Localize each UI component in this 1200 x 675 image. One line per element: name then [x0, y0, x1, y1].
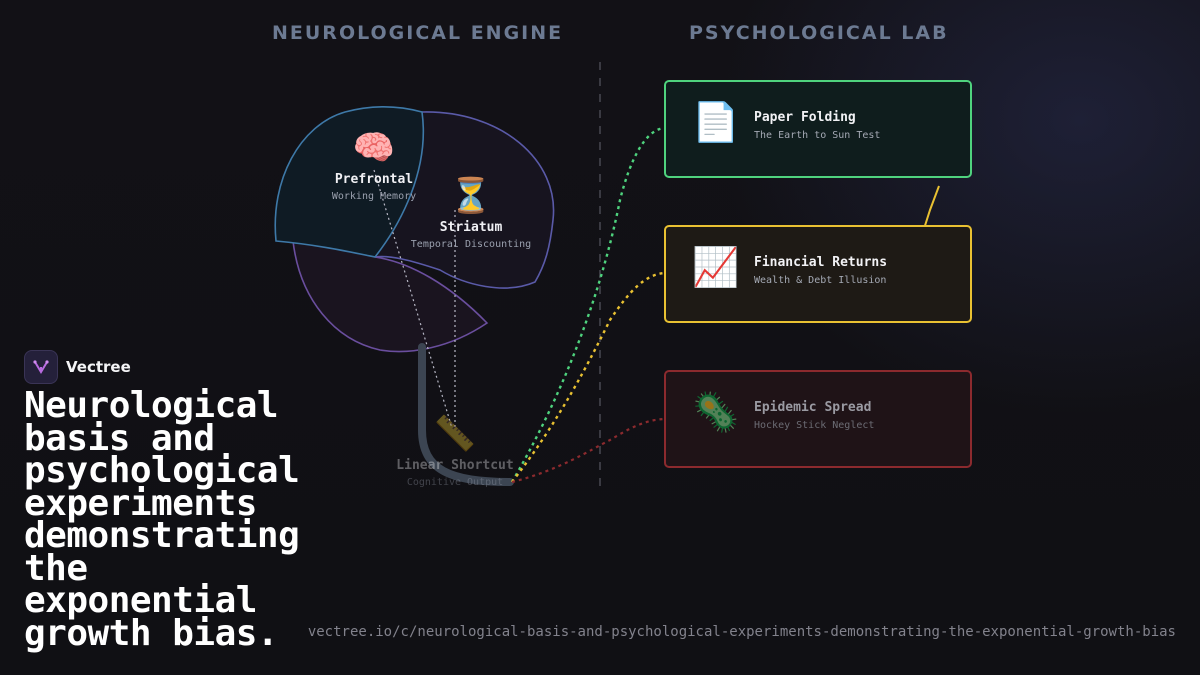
prefrontal-label: Prefrontal	[334, 172, 414, 187]
vectree-logo-icon	[24, 350, 58, 384]
document-icon: 📄	[692, 100, 740, 144]
page-url[interactable]: vectree.io/c/neurological-basis-and-psyc…	[307, 624, 1176, 640]
card-subtitle: The Earth to Sun Test	[754, 130, 881, 141]
linear-shortcut-hook	[418, 343, 514, 486]
card-title: Epidemic Spread	[754, 400, 872, 415]
paper-folding-card: 📄 Paper Folding The Earth to Sun Test	[664, 80, 972, 178]
paper-connector	[510, 126, 665, 483]
prefrontal-lobe	[274, 105, 424, 258]
financial-returns-card: 📈 Financial Returns Wealth & Debt Illusi…	[664, 225, 972, 323]
page-headline: Neurological basis and psychological exp…	[24, 385, 300, 654]
ruler-icon: 📏	[433, 414, 477, 454]
prefrontal-node: 🧠 Prefrontal Working Memory	[304, 128, 444, 202]
striatum-node: ⏳ Striatum Temporal Discounting	[396, 176, 546, 250]
hourglass-icon: ⏳	[449, 176, 493, 216]
striatum-label: Striatum	[439, 220, 503, 235]
brain-icon: 🧠	[352, 128, 396, 168]
epidemic-spread-card: 🦠 Epidemic Spread Hockey Stick Neglect	[664, 370, 972, 468]
linear-shortcut-sub: Cognitive Output	[406, 477, 504, 488]
neurological-engine-header: NEUROLOGICAL ENGINE	[272, 22, 564, 44]
prefrontal-sub: Working Memory	[331, 191, 417, 202]
psychological-lab-header: PSYCHOLOGICAL LAB	[689, 22, 949, 44]
microbe-icon: 🦠	[692, 390, 740, 434]
card-title: Paper Folding	[754, 110, 856, 125]
striatum-sub: Temporal Discounting	[410, 239, 532, 250]
epidemic-connector	[511, 417, 665, 484]
linear-shortcut-node: 📏 Linear Shortcut Cognitive Output	[380, 414, 530, 488]
card-subtitle: Wealth & Debt Illusion	[754, 275, 887, 286]
card-title: Financial Returns	[754, 255, 888, 270]
chart-increasing-icon: 📈	[692, 245, 740, 289]
financial-connector	[511, 271, 665, 483]
linear-shortcut-label: Linear Shortcut	[396, 458, 514, 473]
brand: Vectree	[24, 350, 131, 384]
card-subtitle: Hockey Stick Neglect	[754, 420, 875, 431]
brand-name: Vectree	[66, 358, 131, 376]
